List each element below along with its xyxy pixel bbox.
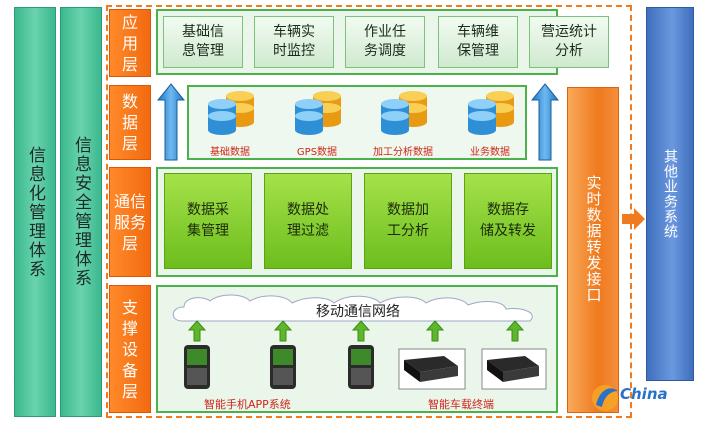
database-icon-2 xyxy=(295,91,341,135)
database-icon-3 xyxy=(381,91,427,135)
info-security-column: 信息安全管理体系 xyxy=(60,7,102,417)
network-label: 移动通信网络 xyxy=(316,304,400,320)
service-module-label: 数据存储及转发 xyxy=(480,202,536,239)
layer-app-label: 应用层 xyxy=(109,9,151,77)
logo-swoosh-icon xyxy=(592,385,618,411)
layer-support-label: 支撑设备层 xyxy=(109,285,151,413)
smartphone-icon-2 xyxy=(270,345,296,389)
architecture-frame xyxy=(106,5,632,418)
realtime-interface-label: 实时数据转发接口 xyxy=(584,175,603,303)
device-label-terminal: 智能车载终端 xyxy=(428,398,494,411)
service-module-label: 数据采集管理 xyxy=(187,202,229,239)
smartphone-icon-1 xyxy=(184,345,210,389)
app-module-3: 作业任务调度 xyxy=(345,16,425,68)
device-up-arrow-icon-1 xyxy=(188,320,206,342)
realtime-interface-bar: 实时数据转发接口 xyxy=(567,87,619,413)
app-module-4: 车辆维保管理 xyxy=(438,16,518,68)
other-systems-label: 其他业务系统 xyxy=(662,149,678,239)
app-module-label: 营运统计分析 xyxy=(541,24,597,59)
service-module-2: 数据处理过滤 xyxy=(264,173,352,269)
service-module-label: 数据处理过滤 xyxy=(287,202,329,239)
vehicle-terminal-icon-2 xyxy=(481,348,547,390)
database-label: 加工分析数据 xyxy=(373,147,433,158)
database-icon-4 xyxy=(468,91,514,135)
layer-comm-label: 通信服务层 xyxy=(109,167,151,277)
layer-data-label: 数据层 xyxy=(109,85,151,160)
app-module-label: 基础信息管理 xyxy=(182,24,224,59)
device-label-phone: 智能手机APP系统 xyxy=(204,398,291,411)
up-arrow-right-icon xyxy=(531,83,559,161)
device-up-arrow-icon-2 xyxy=(274,320,292,342)
app-module-2: 车辆实时监控 xyxy=(254,16,334,68)
service-module-label: 数据加工分析 xyxy=(387,202,429,239)
other-systems-bar: 其他业务系统 xyxy=(646,7,694,381)
database-icon-1 xyxy=(208,91,254,135)
app-module-label: 作业任务调度 xyxy=(364,24,406,59)
app-module-label: 车辆维保管理 xyxy=(457,24,499,59)
right-arrow-icon xyxy=(622,208,645,230)
database-label: GPS数据 xyxy=(296,147,338,158)
service-module-4: 数据存储及转发 xyxy=(464,173,552,269)
database-label: 基础数据 xyxy=(210,147,250,158)
app-module-label: 车辆实时监控 xyxy=(273,24,315,59)
service-module-1: 数据采集管理 xyxy=(164,173,252,269)
service-module-3: 数据加工分析 xyxy=(364,173,452,269)
info-management-label: 信息化管理体系 xyxy=(25,145,45,279)
network-cloud-icon xyxy=(172,294,533,322)
smartphone-icon-3 xyxy=(348,345,374,389)
logo-text: China xyxy=(620,385,668,403)
app-module-1: 基础信息管理 xyxy=(163,16,243,68)
device-up-arrow-icon-3 xyxy=(352,320,370,342)
app-module-5: 营运统计分析 xyxy=(529,16,609,68)
device-up-arrow-icon-5 xyxy=(506,320,524,342)
info-security-label: 信息安全管理体系 xyxy=(71,136,91,288)
up-arrow-left-icon xyxy=(157,83,185,161)
china-logo: China xyxy=(590,381,700,421)
device-up-arrow-icon-4 xyxy=(426,320,444,342)
database-label: 业务数据 xyxy=(470,147,510,158)
info-management-column: 信息化管理体系 xyxy=(14,7,56,417)
vehicle-terminal-icon-1 xyxy=(398,348,466,390)
